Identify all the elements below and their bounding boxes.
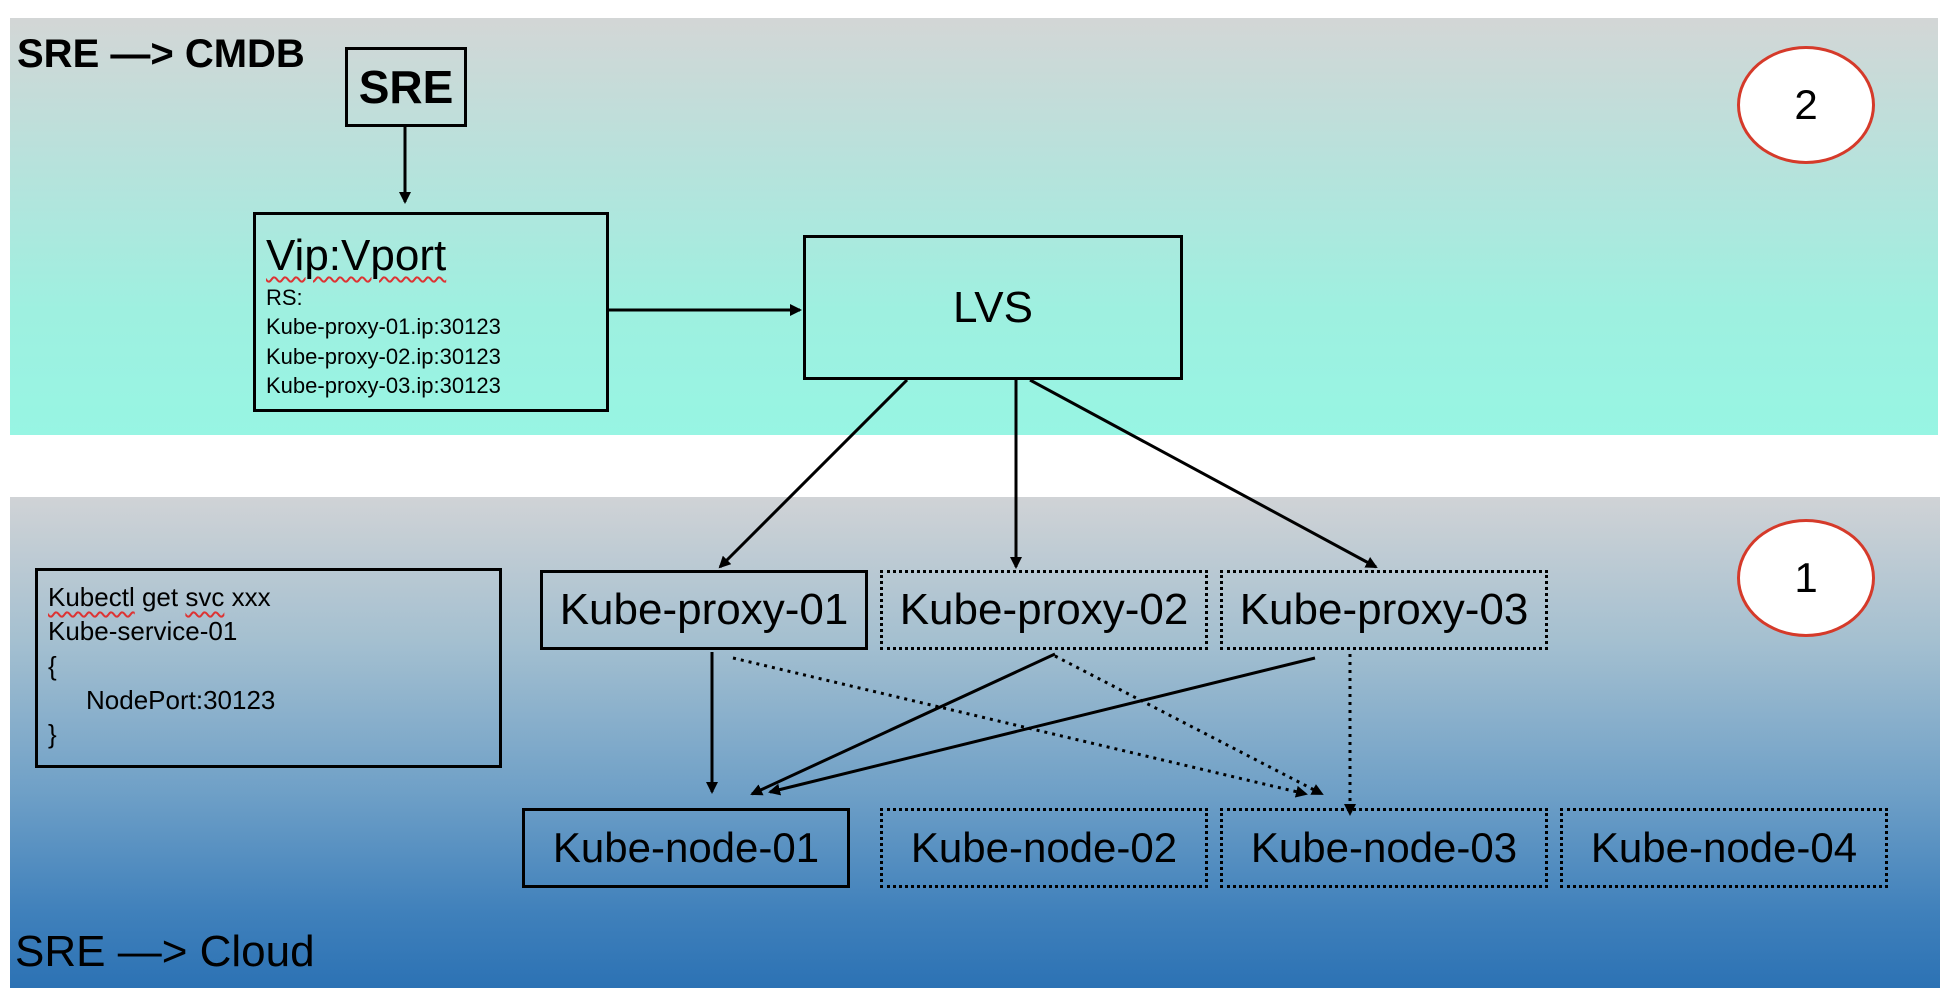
lvs-box[interactable]: LVS	[803, 235, 1183, 380]
vip-vport-box[interactable]: Vip:Vport RS: Kube-proxy-01.ip:30123 Kub…	[253, 212, 609, 412]
kube-node-01-box[interactable]: Kube-node-01	[522, 808, 850, 888]
kube-node-02-box[interactable]: Kube-node-02	[880, 808, 1208, 888]
step-badge-1: 1	[1737, 519, 1875, 637]
close-brace: }	[48, 719, 57, 749]
kubectl-command-line: Kubectl get svc xxx	[48, 582, 271, 613]
rs-label: RS:	[266, 285, 303, 310]
vip-vport-title: Vip:Vport	[266, 231, 447, 280]
rs-entry-2: Kube-proxy-02.ip:30123	[266, 344, 501, 369]
cmdb-heading: SRE —> CMDB	[17, 32, 305, 76]
rs-entry-1: Kube-proxy-01.ip:30123	[266, 314, 501, 339]
kube-proxy-02-box[interactable]: Kube-proxy-02	[880, 570, 1208, 650]
step-badge-2: 2	[1737, 46, 1875, 164]
kube-proxy-03-box[interactable]: Kube-proxy-03	[1220, 570, 1548, 650]
kubectl-command-text: Kubectl get svc xxx	[48, 582, 271, 612]
service-name-line: Kube-service-01	[48, 616, 238, 646]
open-brace: {	[48, 651, 57, 681]
kube-node-04-box[interactable]: Kube-node-04	[1560, 808, 1888, 888]
kubectl-command-box: Kubectl get svc xxx Kube-service-01 { No…	[35, 568, 502, 768]
sre-box[interactable]: SRE	[345, 47, 467, 127]
nodeport-line: NodePort:30123	[86, 685, 276, 715]
cloud-heading: SRE —> Cloud	[15, 927, 315, 976]
kube-proxy-01-box[interactable]: Kube-proxy-01	[540, 570, 868, 650]
rs-entry-3: Kube-proxy-03.ip:30123	[266, 373, 501, 398]
kube-node-03-box[interactable]: Kube-node-03	[1220, 808, 1548, 888]
cmdb-panel	[10, 18, 1938, 435]
